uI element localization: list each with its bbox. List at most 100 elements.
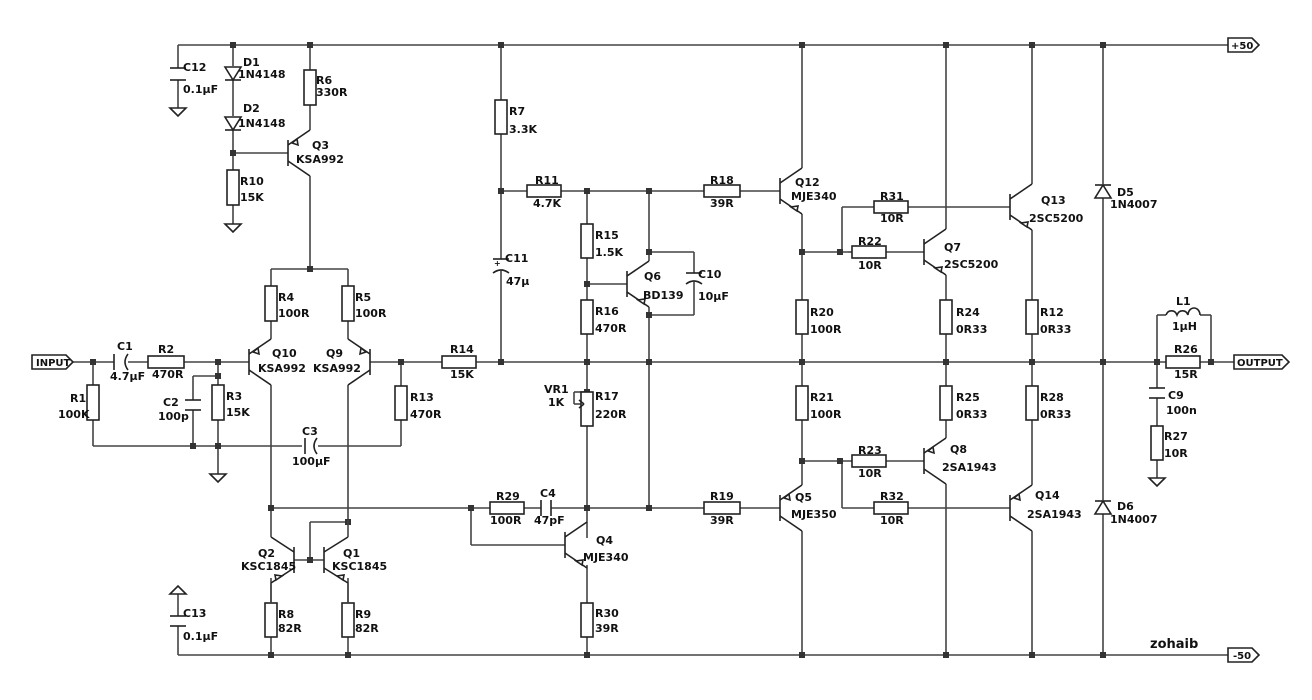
transistors <box>248 129 1033 603</box>
transistor-Q6 <box>626 260 650 308</box>
R10-ref: R10 <box>240 175 264 188</box>
R6-ref: R6 <box>316 74 332 87</box>
R14-value: 15K <box>450 368 474 381</box>
author-signature: zohaib <box>1150 637 1198 652</box>
R22-value: 10R <box>858 259 882 272</box>
resistor-R25 <box>939 385 953 421</box>
R25-ref: R25 <box>956 391 980 404</box>
R1-value: 100K <box>58 408 90 421</box>
resistor-R7 <box>494 99 508 135</box>
diode-D1 <box>223 66 243 82</box>
resistor-R4 <box>264 285 278 322</box>
resistor-R20 <box>795 299 809 335</box>
Q9-value: KSA992 <box>313 362 361 375</box>
resistor-R1 <box>86 384 100 421</box>
C12-value: 0.1µF <box>183 83 218 96</box>
capacitor-C1 <box>113 353 129 371</box>
R6-value: 330R <box>316 86 348 99</box>
resistor-R2 <box>147 355 185 369</box>
port-neg-label: -50 <box>1233 651 1251 662</box>
R16-ref: R16 <box>595 305 619 318</box>
R2-value: 470R <box>152 368 184 381</box>
VR1-value: 1K <box>548 396 565 409</box>
R21-ref: R21 <box>810 391 834 404</box>
Q13-ref: Q13 <box>1041 194 1066 207</box>
transistor-Q7 <box>923 228 947 276</box>
capacitors: + <box>113 67 1165 627</box>
capacitor-C4 <box>540 500 552 516</box>
D5-ref: D5 <box>1117 186 1134 199</box>
resistor-R32 <box>873 501 909 515</box>
R12-value: 0R33 <box>1040 323 1071 336</box>
C4-value: 47pF <box>534 514 565 527</box>
transistor-Q1 <box>323 536 349 584</box>
inductor-L1 <box>1165 307 1201 318</box>
resistor-R6 <box>303 69 317 106</box>
R13-ref: R13 <box>410 391 434 404</box>
transistor-Q8 <box>923 437 947 485</box>
Q7-ref: Q7 <box>944 241 961 254</box>
resistor-R10 <box>226 169 240 206</box>
resistor-R14 <box>441 355 477 369</box>
diode-D5 <box>1093 183 1113 199</box>
R30-value: 39R <box>595 622 619 635</box>
capacitor-C10 <box>685 272 703 285</box>
Q10-value: KSA992 <box>258 362 306 375</box>
Q2-value: KSC1845 <box>241 560 296 573</box>
R13-value: 470R <box>410 408 442 421</box>
resistors <box>86 69 1201 638</box>
R10-value: 15K <box>240 191 264 204</box>
R14-ref: R14 <box>450 343 474 356</box>
R11-ref: R11 <box>535 174 559 187</box>
Q6-ref: Q6 <box>644 270 661 283</box>
D5-value: 1N4007 <box>1110 198 1157 211</box>
D2-ref: D2 <box>243 102 260 115</box>
transistor-Q12 <box>779 167 803 215</box>
C13-ref: C13 <box>183 607 206 620</box>
R21-value: 100R <box>810 408 842 421</box>
R27-value: 10R <box>1164 447 1188 460</box>
Q7-value: 2SC5200 <box>944 258 999 271</box>
transistor-Q4 <box>564 521 588 569</box>
Q3-ref: Q3 <box>312 139 329 152</box>
Q10-ref: Q10 <box>272 347 297 360</box>
Q3-value: KSA992 <box>296 153 344 166</box>
labels: C12 0.1µF D1 1N4148 D2 1N4148 R6 330R Q3… <box>58 56 1198 652</box>
R23-value: 10R <box>858 467 882 480</box>
Q8-ref: Q8 <box>950 443 967 456</box>
R31-ref: R31 <box>880 190 904 203</box>
R22-ref: R22 <box>858 235 882 248</box>
Q5-ref: Q5 <box>795 491 812 504</box>
capacitor-C11: + <box>492 258 510 274</box>
resistor-R9 <box>341 602 355 638</box>
R19-ref: R19 <box>710 490 734 503</box>
resistor-R11 <box>526 184 562 198</box>
L1-value: 1µH <box>1172 320 1197 333</box>
VR1-ref: VR1 <box>544 383 569 396</box>
C4-ref: C4 <box>540 487 556 500</box>
R32-value: 10R <box>880 514 904 527</box>
R2-ref: R2 <box>158 343 174 356</box>
C13-value: 0.1µF <box>183 630 218 643</box>
R4-ref: R4 <box>278 291 294 304</box>
resistor-R17 <box>580 391 594 427</box>
R24-value: 0R33 <box>956 323 987 336</box>
resistor-R26 <box>1165 355 1201 369</box>
capacitor-C2 <box>185 399 201 411</box>
Q4-ref: Q4 <box>596 534 613 547</box>
transistor-Q3 <box>287 129 311 177</box>
resistor-R13 <box>394 385 408 421</box>
Q13-value: 2SC5200 <box>1029 212 1084 225</box>
R5-value: 100R <box>355 307 387 320</box>
transistor-Q14 <box>1009 484 1033 532</box>
resistor-R21 <box>795 385 809 421</box>
resistor-R30 <box>580 602 594 638</box>
C9-ref: C9 <box>1168 389 1184 402</box>
resistor-R31 <box>873 200 909 214</box>
R28-value: 0R33 <box>1040 408 1071 421</box>
ground-symbols <box>168 107 1167 595</box>
resistor-R5 <box>341 285 355 322</box>
Q1-value: KSC1845 <box>332 560 387 573</box>
diodes <box>223 66 1113 515</box>
resistor-R23 <box>851 454 887 468</box>
